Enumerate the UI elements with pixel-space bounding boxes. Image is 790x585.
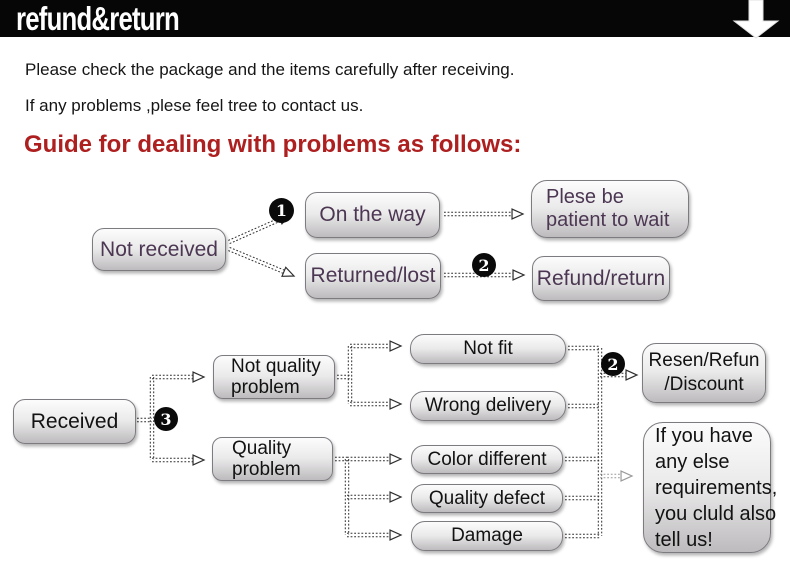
node-not-quality-problem: Not quality problem [213, 355, 335, 399]
node-damage: Damage [411, 521, 563, 551]
node-not-fit: Not fit [410, 334, 566, 364]
node-wrong-delivery: Wrong delivery [410, 391, 566, 421]
down-arrow-icon [732, 0, 780, 39]
node-not-received: Not received [92, 228, 226, 271]
badge-2-icon: 2 [472, 253, 496, 277]
node-on-the-way: On the way [305, 192, 440, 238]
badge-3-icon: 3 [154, 407, 178, 431]
intro-line-1: Please check the package and the items c… [25, 60, 515, 79]
node-quality-defect: Quality defect [411, 484, 563, 513]
node-patient-to-wait: Plese be patient to wait [531, 180, 689, 238]
node-received: Received [13, 399, 136, 444]
node-other-requirements-note: If you have any else requirements, you c… [643, 422, 777, 553]
guide-heading: Guide for dealing with problems as follo… [24, 131, 522, 158]
banner: refund&return [0, 0, 790, 39]
node-resen-refun-discount: Resen/Refun /Discount [642, 343, 766, 403]
node-returned-lost: Returned/lost [305, 253, 441, 299]
node-quality-problem: Quality problem [212, 437, 333, 481]
badge-1-icon: 1 [269, 198, 294, 223]
node-refund-return: Refund/return [532, 256, 670, 301]
badge-2b-icon: 2 [601, 352, 625, 376]
banner-title: refund&return [16, 0, 180, 37]
node-color-different: Color different [411, 445, 563, 474]
intro-line-2: If any problems ,plese feel tree to cont… [25, 96, 364, 115]
